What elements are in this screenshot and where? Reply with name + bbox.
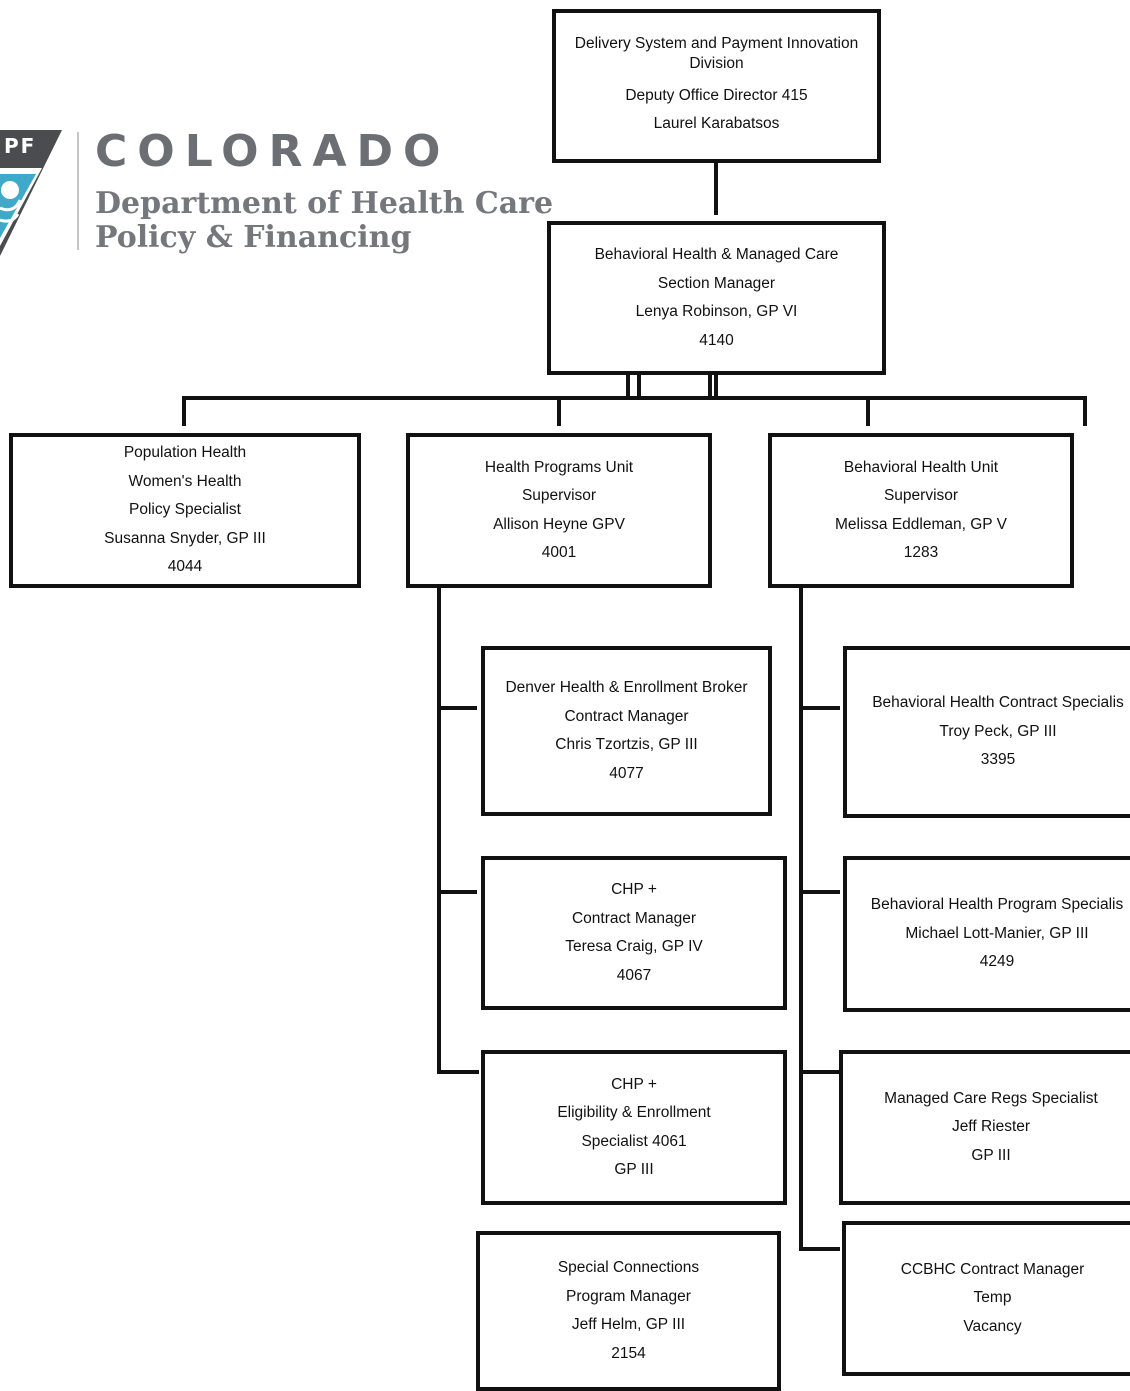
connector-drop-health-programs (557, 396, 561, 426)
chp-eligibility-line4: GP III (614, 1161, 654, 1178)
org-box-managed-care-regs: Managed Care Regs Specialist Jeff Rieste… (839, 1050, 1130, 1205)
connector-drop-behavioral-health (866, 396, 870, 426)
connector-section-stub-4 (714, 372, 718, 400)
chp-contract-line1: CHP + (611, 881, 657, 898)
bh-contract-specialist-line1: Behavioral Health Contract Specialis (872, 694, 1124, 712)
state-seal-emblem-icon (0, 130, 62, 256)
managed-care-regs-line2: Jeff Riester (951, 1118, 1031, 1136)
chp-contract-line2: Contract Manager (571, 909, 697, 927)
connector-drop-population-health (182, 396, 186, 426)
managed-care-regs-line3: GP III (971, 1146, 1011, 1164)
section-line2: Section Manager (657, 274, 776, 292)
ccbhc-line3: Vacancy (963, 1317, 1022, 1335)
org-box-section: Behavioral Health & Managed Care Section… (547, 221, 886, 375)
population-health-line5: 4044 (167, 558, 203, 576)
connector-section-stub-2 (637, 372, 641, 400)
chp-eligibility-line1: CHP + (611, 1075, 657, 1093)
org-box-special-connections: Special Connections Program Manager Jeff… (476, 1231, 781, 1391)
org-box-chp-contract: CHP + Contract Manager Teresa Craig, GP … (481, 856, 787, 1010)
population-health-line4: Susanna Snyder, GP III (104, 529, 266, 547)
section-line1: Behavioral Health & Managed Care (594, 246, 839, 263)
bh-program-specialist-line2: Michael Lott-Manier, GP III (905, 924, 1089, 942)
connector-to-managed-care-regs (799, 1070, 840, 1074)
org-box-bh-contract-specialist: Behavioral Health Contract Specialis Tro… (843, 646, 1130, 818)
chp-contract-line3: Teresa Craig, GP IV (565, 938, 703, 955)
population-health-line3: Policy Specialist (129, 501, 241, 519)
division-title: Deputy Office Director 415 (625, 87, 808, 104)
logo-divider (77, 132, 79, 250)
special-connections-line3: Jeff Helm, GP III (571, 1316, 686, 1333)
org-box-health-programs-unit: Health Programs Unit Supervisor Allison … (406, 433, 712, 588)
chp-eligibility-line3: Specialist 4061 (581, 1132, 687, 1150)
connector-to-denver-health (437, 706, 477, 710)
denver-health-line4: 4077 (609, 764, 644, 782)
org-box-behavioral-health-unit: Behavioral Health Unit Supervisor Meliss… (768, 433, 1074, 588)
denver-health-line3: Chris Tzortzis, GP III (555, 736, 698, 753)
behavioral-health-unit-line4: 1283 (903, 544, 939, 561)
behavioral-health-unit-line3: Melissa Eddleman, GP V (834, 515, 1007, 533)
org-box-chp-eligibility: CHP + Eligibility & Enrollment Specialis… (481, 1050, 787, 1205)
special-connections-line2: Program Manager (566, 1287, 691, 1305)
behavioral-health-unit-line1: Behavioral Health Unit (843, 458, 999, 476)
org-box-bh-program-specialist: Behavioral Health Program Specialis Mich… (843, 856, 1130, 1012)
population-health-line2: Women's Health (128, 472, 242, 490)
connector-drop-right-edge (1083, 396, 1087, 426)
health-programs-line3: Allison Heyne GPV (493, 515, 625, 533)
bh-contract-specialist-line3: 3395 (980, 751, 1016, 769)
connector-health-programs-trunk (437, 586, 441, 1074)
bh-program-specialist-line1: Behavioral Health Program Specialis (870, 896, 1124, 914)
bh-contract-specialist-line2: Troy Peck, GP III (939, 722, 1057, 740)
special-connections-line1: Special Connections (557, 1259, 700, 1276)
chp-contract-line4: 4067 (616, 966, 652, 984)
division-name-line2: Division (689, 55, 744, 72)
health-programs-line1: Health Programs Unit (484, 458, 634, 476)
connector-to-bh-contract-specialist (799, 706, 840, 710)
chp-eligibility-line2: Eligibility & Enrollment (557, 1104, 711, 1121)
connector-horizontal-bus (182, 396, 1087, 400)
section-line3: Lenya Robinson, GP VI (635, 303, 798, 320)
division-name-line1: Delivery System and Payment Innovation (574, 35, 859, 52)
population-health-line1: Population Health (123, 444, 247, 462)
section-line4: 4140 (699, 331, 734, 349)
denver-health-line1: Denver Health & Enrollment Broker (505, 679, 748, 696)
denver-health-line2: Contract Manager (564, 707, 689, 725)
ccbhc-line1: CCBHC Contract Manager (900, 1260, 1085, 1278)
connector-to-chp-contract (437, 890, 477, 894)
connector-division-to-section (714, 160, 718, 215)
health-programs-line4: 4001 (541, 544, 577, 561)
org-box-ccbhc: CCBHC Contract Manager Temp Vacancy (842, 1221, 1130, 1376)
org-box-denver-health: Denver Health & Enrollment Broker Contra… (481, 646, 772, 816)
brand-wordmark: COLORADO (95, 126, 451, 177)
org-box-division: Delivery System and Payment Innovation D… (552, 9, 881, 163)
managed-care-regs-line1: Managed Care Regs Specialist (884, 1089, 1098, 1107)
connector-to-chp-eligibility (437, 1070, 479, 1074)
bh-program-specialist-line3: 4249 (979, 953, 1015, 971)
connector-section-stub-3 (708, 372, 712, 400)
org-box-population-health: Population Health Women's Health Policy … (9, 433, 361, 588)
behavioral-health-unit-line2: Supervisor (883, 487, 959, 504)
agency-logo: PF COLORADO Department of Health Care Po… (0, 120, 553, 270)
division-person: Laurel Karabatsos (653, 115, 780, 132)
department-name-line1: Department of Health Care (95, 186, 554, 221)
special-connections-line4: 2154 (611, 1344, 646, 1362)
health-programs-line2: Supervisor (521, 487, 597, 504)
connector-to-bh-program-specialist (799, 890, 840, 894)
emblem-text: PF (4, 134, 37, 158)
connector-behavioral-health-trunk (799, 586, 803, 1251)
connector-to-ccbhc (799, 1247, 840, 1251)
ccbhc-line2: Temp (973, 1289, 1012, 1307)
connector-section-stub-1 (626, 372, 630, 400)
department-name-line2: Policy & Financing (95, 220, 412, 255)
